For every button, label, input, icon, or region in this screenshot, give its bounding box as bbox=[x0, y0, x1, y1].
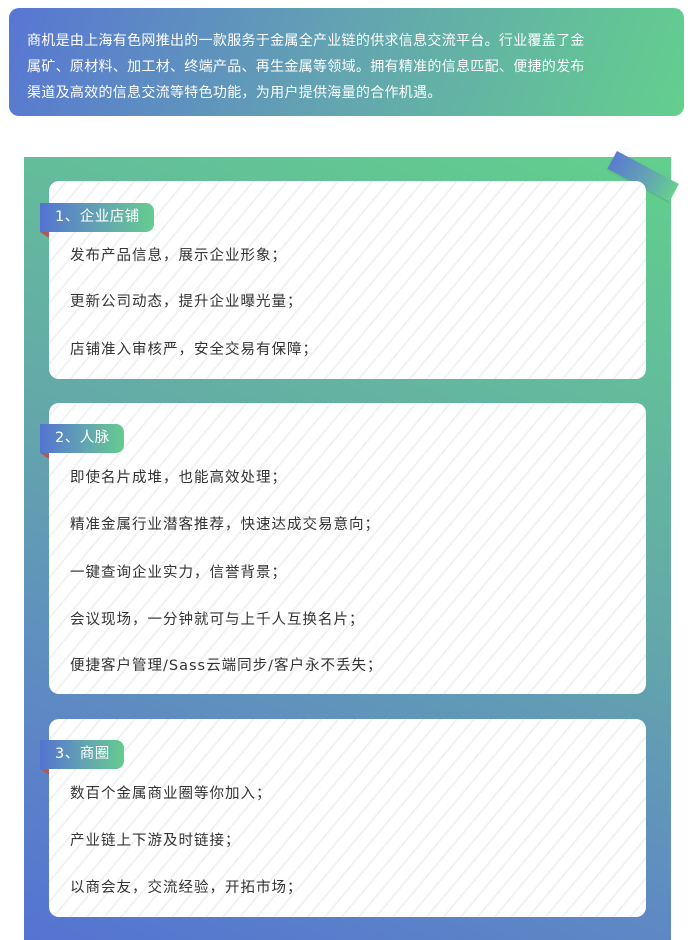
list-item: 精准金属行业潜客推荐，快速达成交易意向； bbox=[70, 517, 380, 533]
section-card-network bbox=[49, 403, 646, 694]
tag-fold-decoration bbox=[40, 769, 49, 775]
intro-text-line-1: 商机是由上海有色网推出的一款服务于金属全产业链的供求信息交流平台。行业覆盖了金 bbox=[27, 33, 585, 49]
list-item: 产业链上下游及时链接； bbox=[70, 833, 241, 849]
tag-fold-decoration bbox=[40, 453, 49, 459]
section-title-shop: 1、企业店铺 bbox=[40, 203, 154, 232]
list-item: 更新公司动态，提升企业曝光量； bbox=[70, 294, 303, 310]
list-item: 即使名片成堆，也能高效处理； bbox=[70, 470, 287, 486]
list-item: 便捷客户管理/Sass云端同步/客户永不丢失； bbox=[70, 658, 383, 674]
list-item: 一键查询企业实力，信誉背景； bbox=[70, 565, 287, 581]
intro-banner: 商机是由上海有色网推出的一款服务于金属全产业链的供求信息交流平台。行业覆盖了金 … bbox=[9, 8, 684, 116]
list-item: 数百个金属商业圈等你加入； bbox=[70, 786, 272, 802]
intro-text-line-2: 属矿、原材料、加工材、终端产品、再生金属等领域。拥有精准的信息匹配、便捷的发布 bbox=[27, 59, 585, 75]
section-title-network: 2、人脉 bbox=[40, 424, 124, 453]
list-item: 发布产品信息，展示企业形象； bbox=[70, 248, 287, 264]
list-item: 以商会友，交流经验，开拓市场； bbox=[70, 880, 303, 896]
section-card-circle bbox=[49, 719, 646, 917]
intro-text-line-3: 渠道及高效的信息交流等特色功能，为用户提供海量的合作机遇。 bbox=[27, 85, 442, 101]
list-item: 会议现场，一分钟就可与上千人互换名片； bbox=[70, 612, 365, 628]
tag-fold-decoration bbox=[40, 232, 49, 238]
section-title-circle: 3、商圈 bbox=[40, 740, 124, 769]
list-item: 店铺准入审核严，安全交易有保障； bbox=[70, 342, 318, 358]
